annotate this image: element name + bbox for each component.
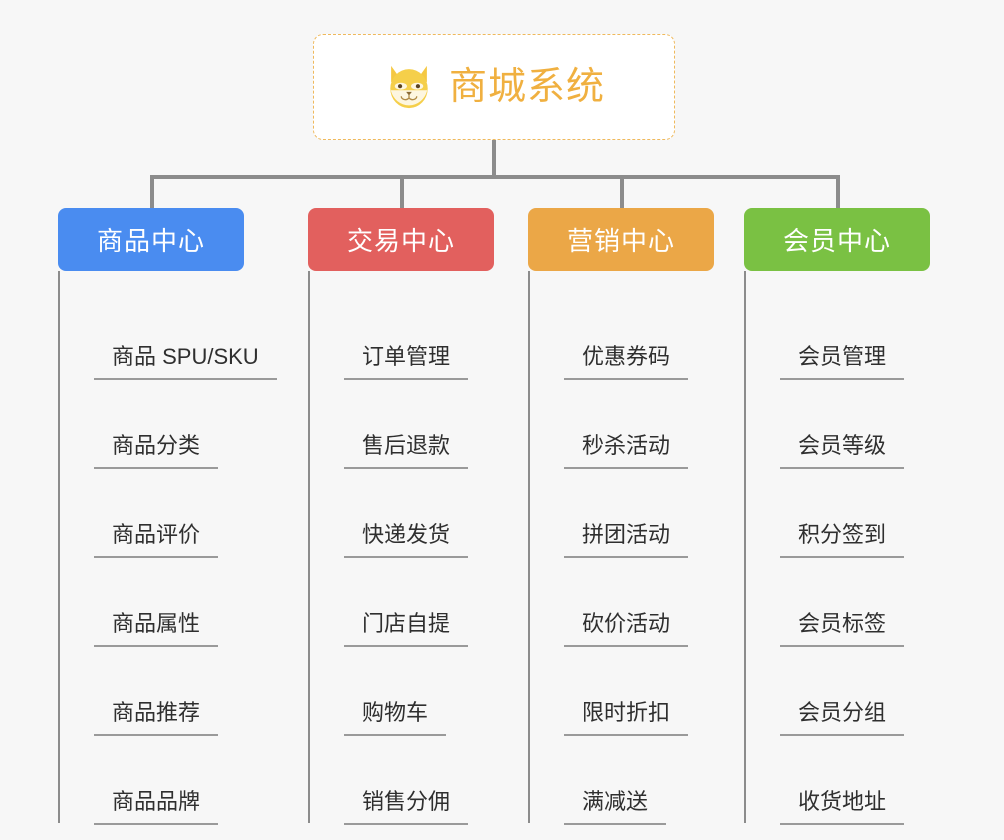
list-item[interactable]: 订单管理 [322,291,528,380]
list-item[interactable]: 限时折扣 [542,647,748,736]
leaf-label: 销售分佣 [344,789,469,825]
list-item[interactable]: 商品属性 [72,558,308,647]
leaf-label: 收货地址 [780,789,905,825]
list-item[interactable]: 快递发货 [322,469,528,558]
connector-drop-column-4 [836,175,840,209]
category-header-marketing-center[interactable]: 营销中心 [528,208,714,271]
list-item[interactable]: 商品评价 [72,469,308,558]
leaf-label: 商品品牌 [94,789,219,825]
leaf-list-trade-center: 订单管理 售后退款 快递发货 门店自提 购物车 销售分佣 [308,271,528,825]
root-node-mall-system[interactable]: 商城系统 [313,34,675,140]
leaf-label: 商品评价 [94,522,219,558]
shiba-dog-face-icon [390,65,428,109]
leaf-label: 快递发货 [344,522,469,558]
list-item[interactable]: 收货地址 [758,736,964,825]
leaf-list-product-center: 商品 SPU/SKU 商品分类 商品评价 商品属性 商品推荐 商品品牌 [58,271,308,825]
leaf-label: 售后退款 [344,433,469,469]
leaf-label: 秒杀活动 [564,433,689,469]
category-header-label: 会员中心 [782,226,891,256]
connector-drop-column-3 [620,175,624,209]
list-item[interactable]: 拼团活动 [542,469,748,558]
leaf-label: 优惠券码 [564,344,689,380]
category-column-trade-center: 交易中心 订单管理 售后退款 快递发货 门店自提 购物车 销售分佣 [308,208,528,825]
category-header-product-center[interactable]: 商品中心 [58,208,244,271]
list-item[interactable]: 秒杀活动 [542,380,748,469]
leaf-label: 满减送 [564,789,667,825]
list-item[interactable]: 会员等级 [758,380,964,469]
leaf-label: 会员分组 [780,700,905,736]
list-item[interactable]: 商品推荐 [72,647,308,736]
leaf-label: 门店自提 [344,611,469,647]
category-header-member-center[interactable]: 会员中心 [744,208,930,271]
list-item[interactable]: 商品 SPU/SKU [72,291,308,380]
leaf-label: 商品属性 [94,611,219,647]
leaf-label: 限时折扣 [564,700,689,736]
category-column-product-center: 商品中心 商品 SPU/SKU 商品分类 商品评价 商品属性 商品推荐 商品品牌 [58,208,308,825]
leaf-list-marketing-center: 优惠券码 秒杀活动 拼团活动 砍价活动 限时折扣 满减送 [528,271,748,825]
category-header-trade-center[interactable]: 交易中心 [308,208,494,271]
list-item[interactable]: 商品品牌 [72,736,308,825]
leaf-list-member-center: 会员管理 会员等级 积分签到 会员标签 会员分组 收货地址 [744,271,964,825]
connector-root-stem [492,140,496,177]
category-column-member-center: 会员中心 会员管理 会员等级 积分签到 会员标签 会员分组 收货地址 [744,208,964,825]
list-item[interactable]: 砍价活动 [542,558,748,647]
leaf-label: 拼团活动 [564,522,689,558]
leaf-label: 积分签到 [780,522,905,558]
leaf-label: 购物车 [344,700,447,736]
list-item[interactable]: 商品分类 [72,380,308,469]
leaf-label: 商品推荐 [94,700,219,736]
leaf-label: 订单管理 [344,344,469,380]
list-item[interactable]: 门店自提 [322,558,528,647]
list-item[interactable]: 会员标签 [758,558,964,647]
list-item[interactable]: 会员管理 [758,291,964,380]
connector-drop-column-2 [400,175,404,209]
category-header-label: 营销中心 [566,226,675,256]
category-header-label: 商品中心 [96,226,205,256]
list-item[interactable]: 积分签到 [758,469,964,558]
category-header-label: 交易中心 [346,226,455,256]
connector-drop-column-1 [150,175,154,209]
list-item[interactable]: 优惠券码 [542,291,748,380]
list-item[interactable]: 购物车 [322,647,528,736]
root-node-title: 商城系统 [448,66,605,108]
leaf-label: 会员管理 [780,344,905,380]
category-column-marketing-center: 营销中心 优惠券码 秒杀活动 拼团活动 砍价活动 限时折扣 满减送 [528,208,748,825]
leaf-label: 会员标签 [780,611,905,647]
list-item[interactable]: 售后退款 [322,380,528,469]
leaf-label: 砍价活动 [564,611,689,647]
leaf-label: 商品分类 [94,433,219,469]
list-item[interactable]: 销售分佣 [322,736,528,825]
connector-horizontal-bus [150,175,838,179]
leaf-label: 商品 SPU/SKU [94,344,277,380]
list-item[interactable]: 会员分组 [758,647,964,736]
list-item[interactable]: 满减送 [542,736,748,825]
leaf-label: 会员等级 [780,433,905,469]
